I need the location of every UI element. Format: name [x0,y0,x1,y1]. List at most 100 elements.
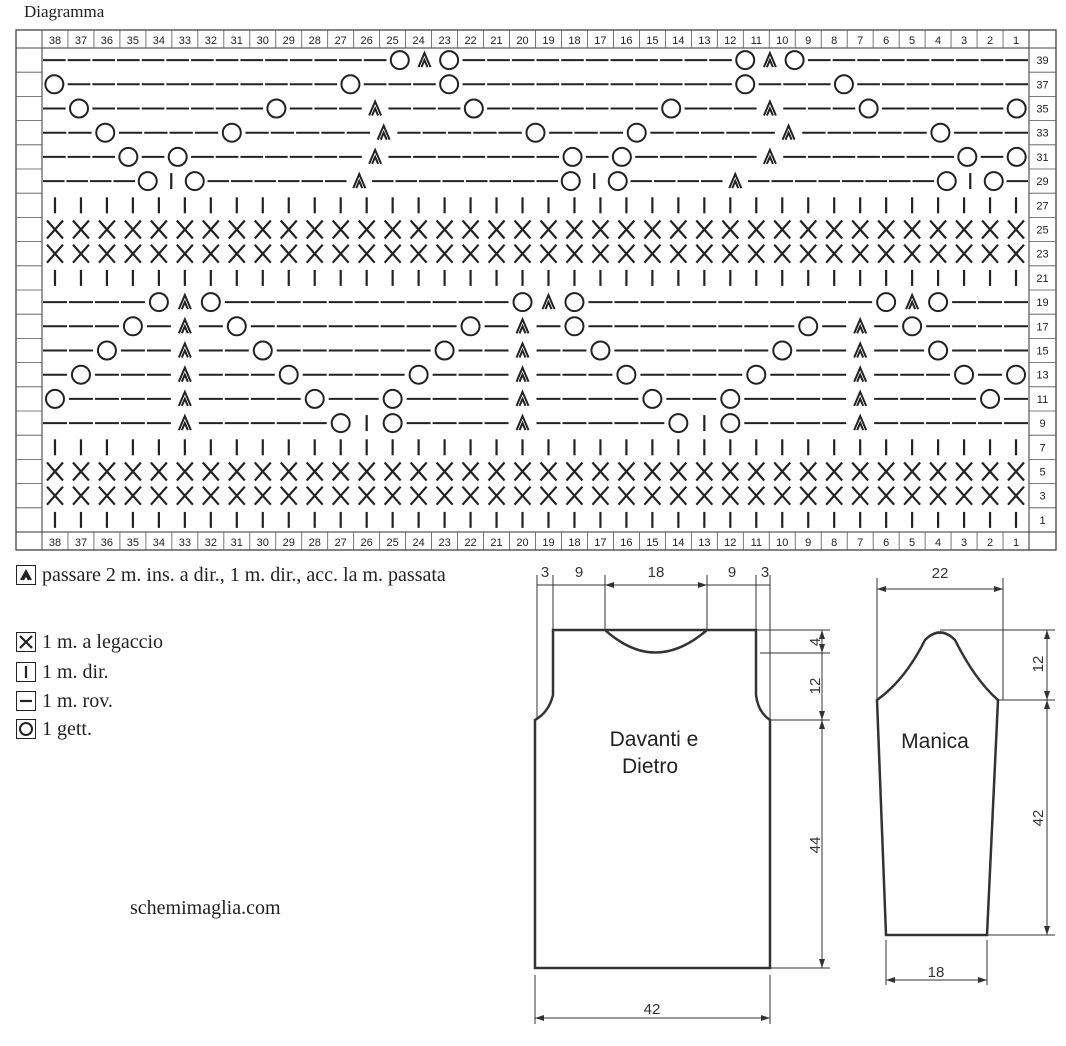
column-number: 6 [883,537,889,549]
yarn-over [439,74,460,95]
yarn-over [928,292,949,313]
garter-stitch [981,461,999,482]
yarn-over [930,122,951,143]
column-number: 24 [412,537,424,549]
column-number: 28 [309,537,321,549]
garter-stitch [825,485,844,506]
garter-stitch [1007,485,1025,506]
column-number: 8 [831,537,837,549]
garter-stitch [747,485,766,506]
yarn-over [118,146,139,167]
garter-stitch [721,461,740,482]
yarn-over [876,292,897,313]
column-number: 1 [1013,35,1019,47]
legend-item-knit: 1 m. dir. [16,660,109,684]
garter-stitch [929,219,947,240]
garter-stitch [227,219,246,240]
garter-stitch [383,485,402,506]
yarn-over [69,98,90,119]
garter-stitch [124,485,142,506]
garter-stitch [513,485,532,506]
double-decrease [376,123,391,141]
row-number: 5 [1039,467,1045,479]
row-number: 9 [1039,418,1045,430]
garter-stitch [513,219,532,240]
garter-stitch [253,219,272,240]
column-number: 27 [335,537,347,549]
double-decrease [762,147,777,165]
column-number: 18 [568,537,580,549]
garter-stitch [721,485,740,506]
double-decrease [853,413,868,431]
garter-stitch [72,219,90,240]
garter-stitch [929,485,947,506]
garter-stitch [695,243,714,264]
garter-stitch [643,461,662,482]
garter-stitch [176,219,194,240]
garter-stitch [279,219,298,240]
garter-stitch [903,485,921,506]
garter-stitch [955,219,973,240]
yarn-over [746,364,767,385]
garter-stitch [929,461,947,482]
garter-stitch [357,243,376,264]
column-number: 5 [909,537,915,549]
legend-item-garter: 1 m. a legaccio [16,630,163,654]
garter-stitch [227,243,246,264]
site-watermark: schemimaglia.com [130,897,281,919]
column-number: 16 [620,537,632,549]
garter-stitch [435,485,454,506]
garter-stitch [955,485,973,506]
stitch-chart: 3838373736363535343433333232313130302929… [15,29,1057,551]
dim-armhole-height: 12 [807,678,824,695]
garter-stitch [357,219,376,240]
column-number: 13 [698,35,710,47]
garter-stitch [513,243,532,264]
row-number: 39 [1036,55,1048,67]
yarn-over [382,413,403,434]
garter-stitch [773,485,792,506]
garter-stitch [435,243,454,264]
garter-stitch [227,461,246,482]
garter-stitch [591,485,610,506]
yarn-over [1006,364,1027,385]
column-number: 3 [961,537,967,549]
column-number: 4 [935,35,941,47]
diagram-title: Diagramma [24,2,105,21]
column-number: 29 [283,35,295,47]
garter-stitch [46,485,64,506]
yarn-over [408,364,429,385]
yarn-over [200,292,221,313]
garter-stitch [799,461,818,482]
garter-stitch [150,219,168,240]
column-number: 17 [594,35,606,47]
column-number: 5 [909,35,915,47]
row-number: 15 [1036,346,1048,358]
garter-stitch [383,219,402,240]
column-number: 33 [179,35,191,47]
row-number: 19 [1036,297,1048,309]
garter-stitch [461,243,480,264]
garter-stitch [825,461,844,482]
column-number: 8 [831,35,837,47]
garter-stitch [669,243,688,264]
column-number: 31 [231,35,243,47]
column-number: 17 [594,537,606,549]
double-decrease [762,98,777,116]
legend-text-garter: 1 m. a legaccio [42,631,164,653]
yarn-over [184,171,205,192]
row-number: 21 [1036,273,1048,285]
yarn-over [611,146,632,167]
yarn-over [564,292,585,313]
garter-stitch [253,461,272,482]
garter-stitch [487,243,506,264]
column-number: 20 [516,537,528,549]
column-number: 38 [49,35,61,47]
garter-stitch [253,485,272,506]
garter-stitch [461,461,480,482]
yarn-over [525,122,546,143]
yarn-over [463,98,484,119]
garment-schematic: 3 9 18 9 3 42 4 12 44 Davanti e Dietro [533,564,1055,1024]
garter-stitch [409,219,428,240]
